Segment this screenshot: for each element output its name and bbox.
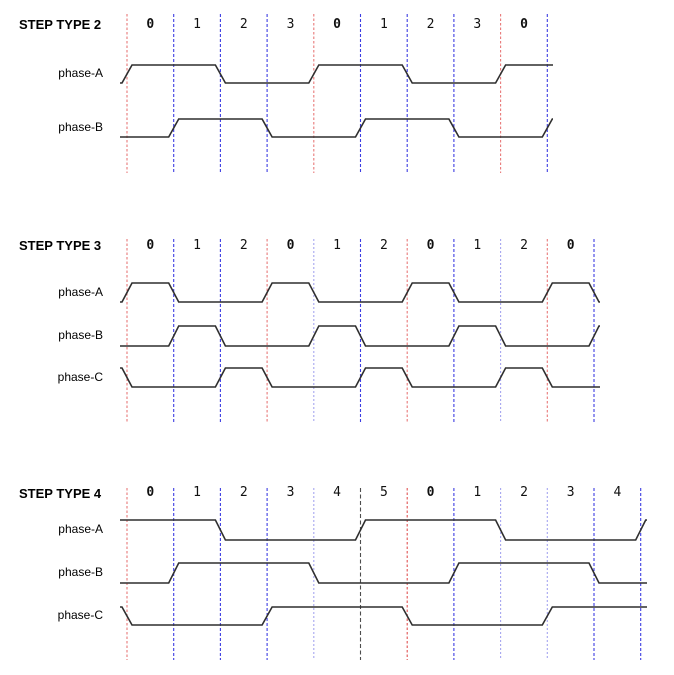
step-number: 1 [333,238,341,253]
step-number: 2 [379,238,388,253]
phase-label: phase-A [58,522,103,536]
step-number: 3 [286,17,295,32]
step-number: 1 [473,238,482,253]
section-title-step-type-2: STEP TYPE 2 [19,17,102,32]
phase-label: phase-C [57,608,103,622]
step-number: 2 [239,238,248,253]
step-number: 2 [239,485,248,500]
phase-label: phase-C [57,369,103,384]
step-number: 3 [473,17,482,32]
phase-label: phase-B [58,328,103,342]
step-number: 0 [426,238,435,253]
step-number: 3 [566,485,575,500]
step-number: 0 [146,17,155,32]
waveform-phase-a [120,519,647,541]
step-number: 2 [239,17,248,32]
waveform-phase-b [120,325,600,347]
step-number: 0 [566,238,575,253]
step-number: 4 [333,485,341,500]
step-number: 0 [146,238,155,253]
step-number: 0 [146,485,155,500]
step-number: 3 [286,485,295,500]
step-number: 0 [333,17,341,32]
phase-label: phase-B [58,120,103,134]
step-number: 1 [193,485,201,500]
step-number: 0 [520,17,528,32]
step-number: 5 [379,485,388,500]
step-number: 2 [520,238,528,253]
waveform-phase-a [120,64,553,84]
phase-label: phase-A [58,66,103,80]
step-number: 1 [379,17,388,32]
step-number: 2 [426,17,435,32]
waveform-phase-c [120,606,647,626]
waveform-phase-a [120,282,600,303]
section-title-step-type-4: STEP TYPE 4 [19,486,102,501]
step-number: 4 [613,485,622,500]
waveform-phase-b [120,118,553,138]
step-number: 2 [520,485,528,500]
waveform-phase-c [120,367,600,388]
step-number: 1 [473,485,482,500]
step-number: 1 [193,17,201,32]
phase-label: phase-A [58,284,103,299]
waveform-phase-b [120,562,647,584]
step-number: 0 [426,485,435,500]
step-number: 1 [193,238,201,253]
phase-label: phase-B [58,565,103,579]
step-number: 0 [286,238,295,253]
section-title-step-type-3: STEP TYPE 3 [19,238,102,253]
